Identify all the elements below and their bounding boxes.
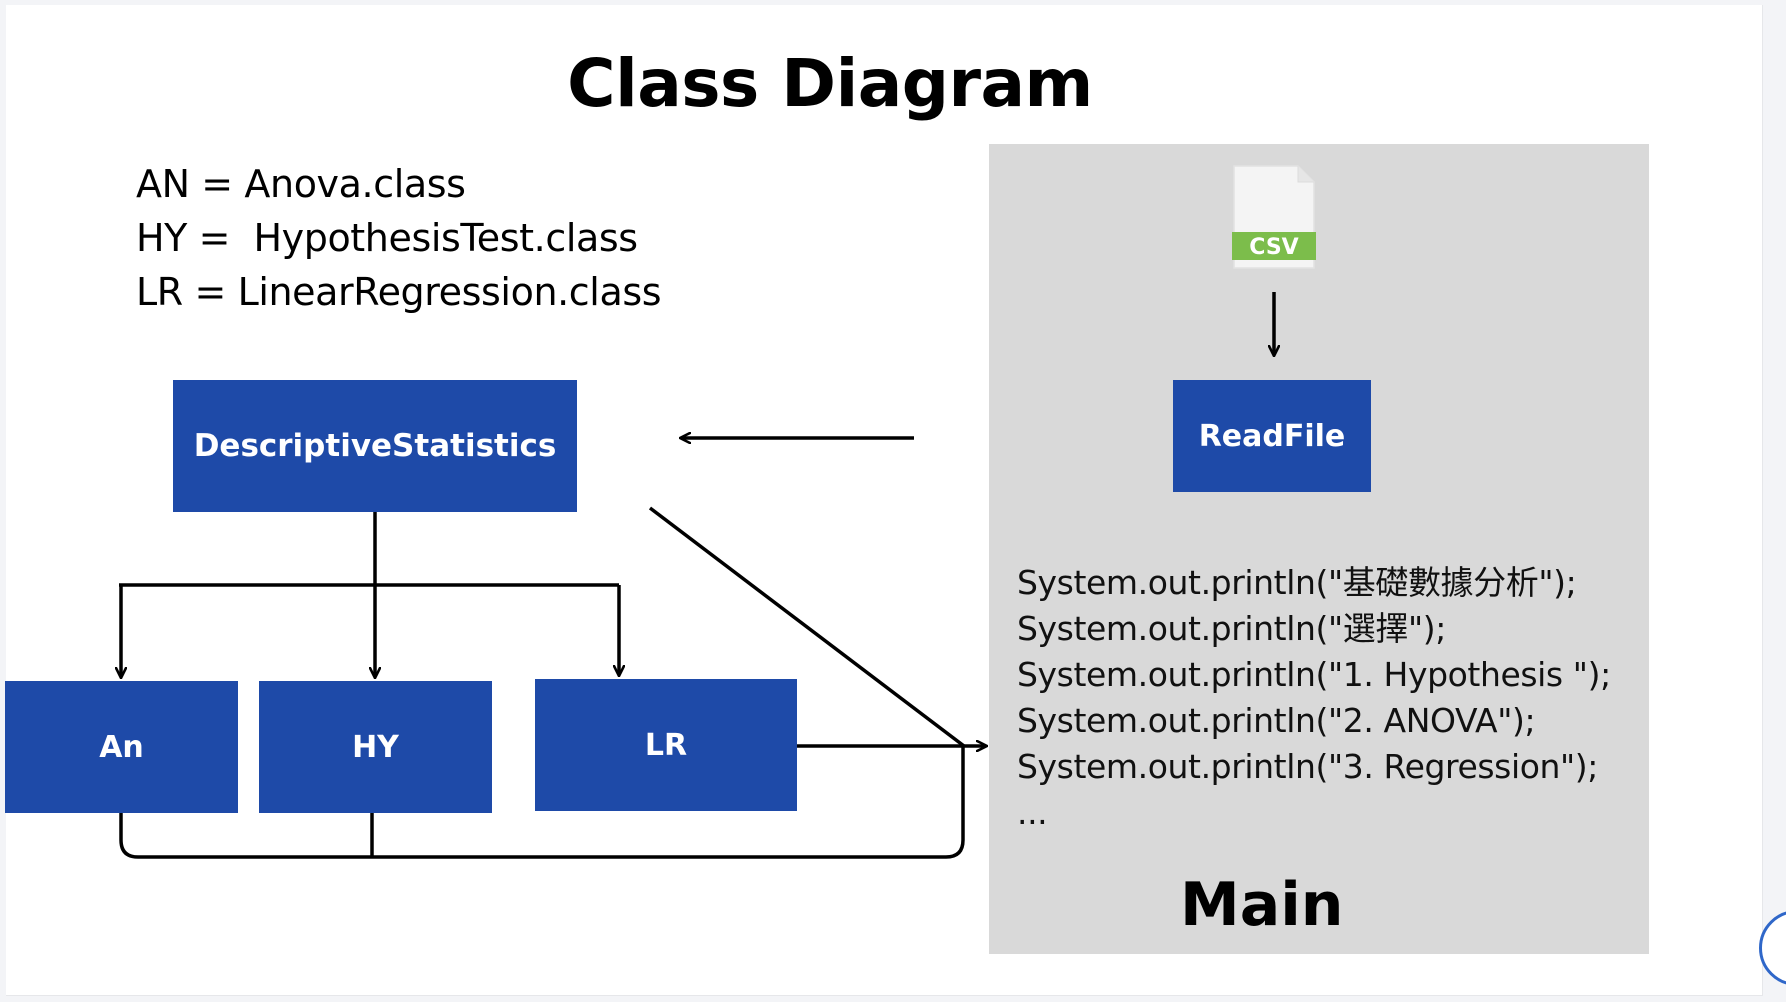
class-an-label: An (99, 729, 144, 765)
class-lr-label: LR (644, 727, 688, 763)
csv-file-icon: CSV (1232, 165, 1316, 269)
main-class-label: Main (1180, 870, 1344, 940)
legend-regression: LR = LinearRegression.class (136, 270, 662, 314)
main-class-panel (989, 144, 1649, 954)
csv-badge (1232, 232, 1316, 260)
code-line: ... (1017, 793, 1048, 832)
class-hy-label: HY (352, 729, 399, 765)
legend-hypothesis: HY = HypothesisTest.class (136, 216, 638, 260)
class-an: An (5, 681, 238, 813)
code-line: System.out.println("基礎數據分析"); (1017, 563, 1577, 602)
diagram-title: Class Diagram (567, 45, 1093, 122)
csv-label: CSV (1249, 235, 1298, 260)
floating-action-button[interactable] (1759, 910, 1786, 986)
legend-anova: AN = Anova.class (136, 162, 466, 206)
code-line: System.out.println("選擇"); (1017, 609, 1446, 648)
code-line: System.out.println("2. ANOVA"); (1017, 701, 1536, 740)
class-readfile-label: ReadFile (1198, 418, 1346, 454)
class-lr: LR (535, 679, 797, 811)
class-descriptive-statistics-label: DescriptiveStatistics (193, 428, 557, 464)
main-code-block: System.out.println("基礎數據分析"); System.out… (1017, 560, 1611, 836)
class-descriptive-statistics: DescriptiveStatistics (173, 380, 577, 512)
code-line: System.out.println("3. Regression"); (1017, 747, 1599, 786)
class-hy: HY (259, 681, 492, 813)
code-line: System.out.println("1. Hypothesis "); (1017, 655, 1611, 694)
class-readfile: ReadFile (1173, 380, 1371, 492)
